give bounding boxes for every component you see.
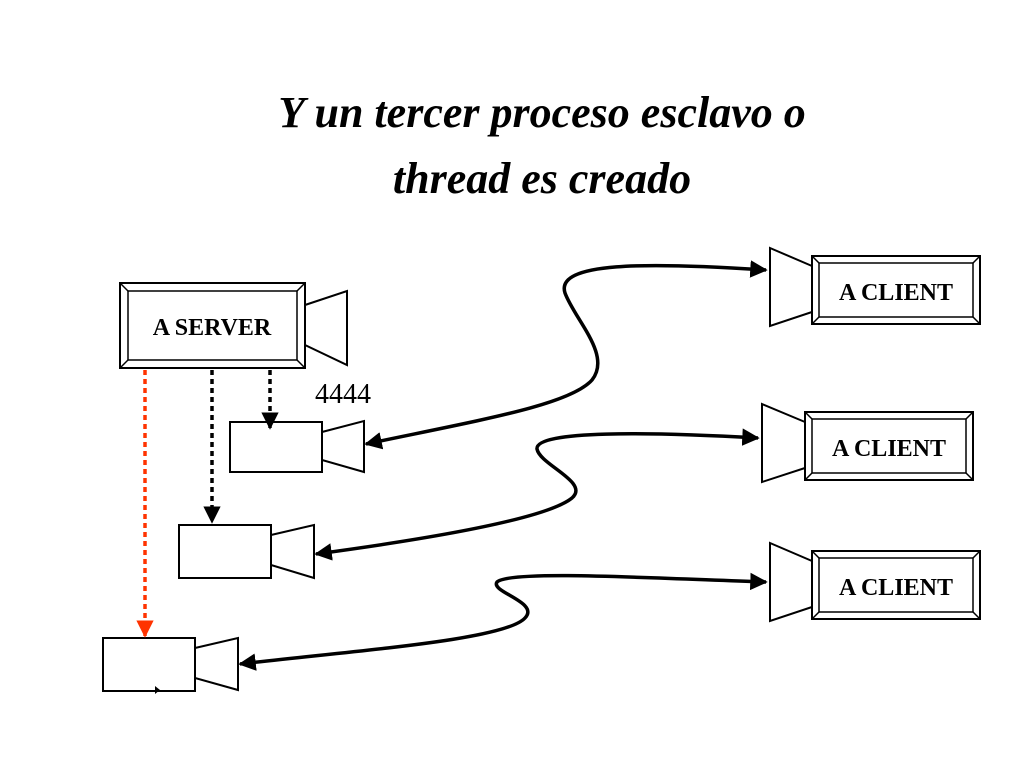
port-label: 4444 [315, 379, 371, 410]
thread-2 [178, 523, 315, 580]
client-2: A CLIENT [761, 402, 974, 484]
client-3-frame-inner [818, 557, 974, 613]
server-frame-inner [127, 290, 298, 361]
server-label: A SERVER [153, 315, 272, 341]
client-3-label: A CLIENT [839, 575, 953, 601]
thread-1-socket-icon [321, 419, 365, 474]
client-1-frame-inner [818, 262, 974, 318]
connection-thread-1-client-1 [364, 260, 768, 450]
server-node: A SERVER [119, 282, 348, 369]
slide-title-line-1: Y un tercer proceso esclavo o [278, 88, 806, 137]
connection-thread-3-client-3 [238, 572, 768, 671]
thread-3-box [102, 637, 196, 692]
slide-title-line-2: thread es creado [392, 154, 692, 203]
client-2-label: A CLIENT [832, 436, 946, 462]
thread-3 [102, 636, 239, 694]
thread-1-box [229, 421, 323, 473]
client-2-frame-inner [811, 418, 967, 474]
client-2-socket-icon [761, 402, 806, 484]
connection-thread-2-client-2 [314, 428, 760, 561]
client-1-label: A CLIENT [839, 280, 953, 306]
slide-title: Y un tercer proceso esclavo o thread es … [0, 80, 1024, 212]
thread-2-socket-icon [270, 523, 315, 580]
client-1: A CLIENT [769, 246, 981, 328]
client-1-socket-icon [769, 246, 813, 328]
client-3: A CLIENT [769, 541, 981, 623]
client-3-socket-icon [769, 541, 813, 623]
thread-1 [229, 419, 365, 474]
thread-2-box [178, 524, 272, 579]
server-socket-icon [304, 289, 348, 367]
thread-3-socket-icon [194, 636, 239, 692]
